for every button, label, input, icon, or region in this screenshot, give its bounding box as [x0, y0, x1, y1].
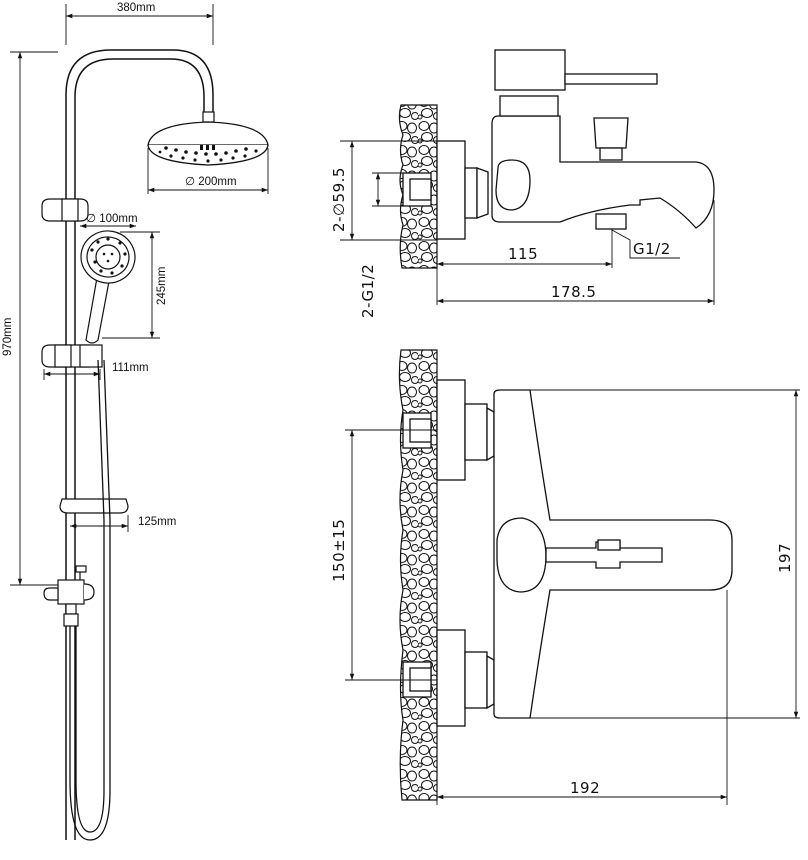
dim-head-diameter: ∅ 200mm [185, 176, 237, 188]
side-view-dimension-labels: 2-∅59.5 2-G1/2 115 G1/2 178.5 [330, 167, 671, 318]
dim-inlet-thread: 2-G1/2 [359, 264, 377, 318]
dim-top-depth: 192 [570, 779, 600, 797]
shower-dimension-labels: 380mm 970mm ∅ 200mm ∅ 100mm 245mm 111mm … [2, 2, 237, 528]
dim-dish-offset: 125mm [138, 516, 176, 528]
side-view-mixer [402, 49, 715, 240]
dim-width-380: 380mm [117, 2, 155, 14]
top-view-mixer [402, 379, 733, 727]
dim-hand-length: 245mm [156, 267, 168, 305]
dim-outlet-thread: G1/2 [633, 240, 671, 258]
dim-inlet-diameter: 2-∅59.5 [330, 167, 348, 232]
shower-fittings [41, 198, 129, 627]
dim-top-width: 197 [776, 543, 794, 573]
hand-shower [80, 230, 136, 344]
dim-holder-offset: 111mm [112, 362, 149, 374]
dim-height-970: 970mm [2, 318, 14, 356]
top-view-dimension-labels: 150±15 197 192 [330, 519, 794, 797]
shower-column-drawing [65, 49, 215, 840]
shower-hose [69, 359, 111, 841]
top-view-dimension-lines [345, 389, 800, 805]
rain-shower-head [147, 121, 269, 166]
dim-hand-diameter: ∅ 100mm [86, 213, 138, 225]
dim-side-depth: 115 [508, 245, 538, 263]
dim-centers: 150±15 [330, 519, 348, 582]
dim-total-depth: 178.5 [551, 283, 596, 301]
side-view-dimension-lines [340, 140, 715, 305]
shower-dimension-lines [10, 4, 269, 586]
